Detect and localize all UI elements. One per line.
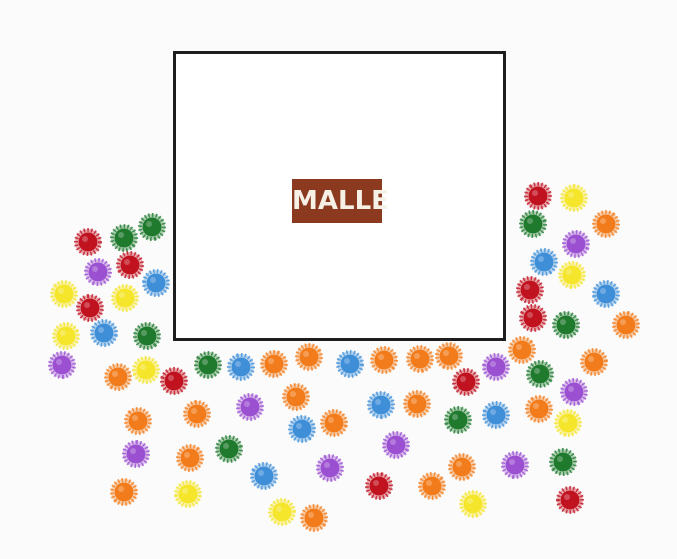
- pompom: [248, 460, 280, 492]
- pompom: [527, 245, 560, 278]
- pompom: [589, 207, 623, 241]
- pompom: [561, 185, 587, 211]
- pompom: [450, 366, 483, 399]
- pompom: [612, 311, 639, 338]
- pompom: [433, 340, 465, 372]
- pompom: [502, 452, 529, 479]
- pompom: [102, 361, 135, 394]
- pompom: [365, 472, 393, 500]
- pompom: [292, 340, 325, 373]
- pompom: [518, 209, 548, 239]
- pompom: [107, 221, 141, 255]
- pompom: [285, 412, 319, 446]
- pompom: [367, 343, 401, 377]
- pompom: [143, 270, 169, 296]
- pompom: [481, 400, 511, 430]
- pompom: [592, 280, 620, 308]
- pompom: [380, 429, 411, 460]
- pompom: [406, 345, 435, 374]
- pompom: [173, 441, 207, 475]
- pompom: [137, 212, 167, 242]
- pompom: [130, 319, 164, 353]
- pompom: [82, 256, 113, 287]
- pompom: [49, 352, 75, 378]
- pompom: [113, 248, 146, 281]
- pompom: [521, 179, 555, 213]
- pompom: [107, 475, 141, 509]
- pompom: [174, 480, 201, 507]
- pompom: [561, 229, 592, 260]
- pompom: [234, 391, 267, 424]
- pompom: [90, 319, 118, 347]
- pompom: [47, 277, 81, 311]
- pompom: [505, 333, 539, 367]
- pompom: [415, 469, 449, 503]
- pompom: [559, 262, 585, 288]
- pompom: [522, 392, 555, 425]
- pompom: [75, 229, 101, 255]
- pompom: [76, 294, 104, 322]
- pompom: [50, 320, 82, 352]
- pompom: [226, 352, 256, 382]
- pompom: [337, 351, 363, 377]
- pompom: [191, 348, 224, 381]
- pompom: [558, 376, 589, 407]
- pompom: [259, 349, 290, 380]
- pompom: [297, 501, 330, 534]
- pompom: [546, 445, 580, 479]
- pompom: [123, 441, 149, 467]
- pompom: [400, 387, 433, 420]
- pompom: [557, 487, 583, 513]
- pompom: [482, 353, 509, 380]
- pompom: [214, 434, 243, 463]
- pompom: [553, 408, 582, 437]
- pompom: [458, 489, 489, 520]
- pompom: [517, 302, 549, 334]
- pompom: [314, 452, 346, 484]
- pompom: [183, 400, 210, 427]
- pompom: [550, 309, 582, 341]
- pompom: [513, 273, 547, 307]
- pompom: [109, 282, 141, 314]
- pompom: [443, 405, 474, 436]
- pompom: [446, 451, 479, 484]
- pompom: [130, 354, 161, 385]
- pompom: [269, 499, 295, 525]
- pompom: [121, 404, 155, 438]
- pompom: [524, 358, 557, 391]
- pompom: [159, 366, 188, 395]
- pompom: [581, 349, 608, 376]
- pompom: [280, 381, 312, 413]
- pompom: [320, 409, 349, 438]
- pompom: [368, 392, 394, 418]
